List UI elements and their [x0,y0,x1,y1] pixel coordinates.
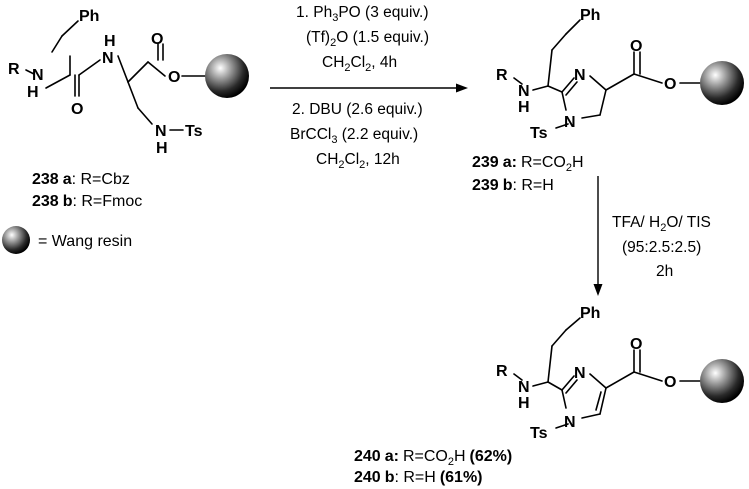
ts-label: Ts [530,425,548,442]
svg-text:CH2Cl2, 4h: CH2Cl2, 4h [322,54,397,74]
o-label: O [630,38,642,55]
svg-text:2. DBU (2.6 equiv.): 2. DBU (2.6 equiv.) [292,101,423,118]
ts-label: Ts [530,125,548,142]
o-label: O [664,76,676,93]
n-label: N [155,123,167,140]
svg-text:(95:2.5:2.5): (95:2.5:2.5) [622,239,701,256]
o-label: O [630,336,642,353]
h-label: H [27,84,39,101]
svg-text:= Wang resin: = Wang resin [38,233,132,250]
wang-resin-bead [700,61,744,105]
resin-legend: = Wang resin [2,226,132,254]
r-label: R [496,363,508,380]
arrowhead [456,83,468,93]
n-label: N [574,365,586,382]
r-label: R [496,67,508,84]
n-label: N [102,50,114,67]
step1-conditions: 1. Ph3PO (3 equiv.) (Tf)2O (1.5 equiv.) … [270,4,468,171]
ph-label: Ph [580,305,600,322]
svg-text:1. Ph3PO (3 equiv.): 1. Ph3PO (3 equiv.) [296,4,429,24]
wang-resin-bead [2,226,30,254]
o-label: O [151,31,163,48]
n-label: N [32,67,44,84]
o-label: O [168,69,180,86]
compound-240-structure: Ph R N H N N Ts O O [496,305,744,442]
h-label: H [104,33,116,50]
ph-label: Ph [79,8,99,25]
wang-resin-bead [205,54,249,98]
n-label: N [518,83,530,100]
svg-text:2h: 2h [656,263,673,280]
h-label: H [518,395,530,412]
svg-text:BrCCl3 (2.2 equiv.): BrCCl3 (2.2 equiv.) [290,126,418,146]
svg-text:(Tf)2O (1.5 equiv.): (Tf)2O (1.5 equiv.) [306,29,429,49]
h-label: H [156,140,168,157]
n-label: N [574,67,586,84]
r-label: R [8,61,20,78]
h-label: H [518,99,530,116]
n-label: N [518,379,530,396]
arrowhead [593,284,603,296]
n-label: N [564,114,576,131]
svg-text:CH2Cl2, 12h: CH2Cl2, 12h [316,151,400,171]
svg-text:TFA/ H2O/ TIS: TFA/ H2O/ TIS [612,214,711,234]
o-label: O [664,374,676,391]
ph-label: Ph [580,7,600,24]
n-label: N [564,414,576,431]
step2-conditions: TFA/ H2O/ TIS (95:2.5:2.5) 2h [593,176,711,296]
wang-resin-bead [700,359,744,403]
compound-239-structure: Ph R N H N N Ts O O [496,7,744,142]
o-label: O [71,101,83,118]
compound-238-structure: Ph R N H H N O O O N H Ts [8,8,249,157]
ts-label: Ts [185,123,203,140]
